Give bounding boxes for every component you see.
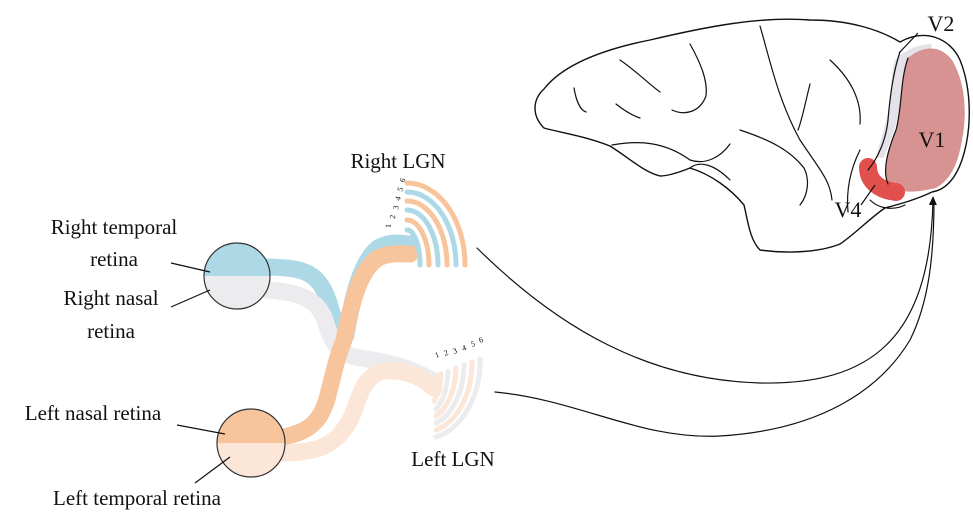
right-lgn-layer-number: 3 [391,205,401,211]
v2-label: V2 [928,11,955,36]
v4-label: V4 [835,197,862,222]
left-lgn-layer-numbers: 1 2 3 4 5 6 [434,335,485,360]
sulcus-principal [620,60,660,92]
left-lgn-layer-number: 1 [434,350,441,360]
right-optic-radiation [477,200,933,383]
left-nasal-retina-label: Left nasal retina [25,401,162,425]
right-lgn-layer-numbers: 1 2 3 4 5 6 [384,176,408,228]
leader-left-nasal [177,425,225,434]
left-lgn-layer-number: 3 [452,346,459,356]
right-temporal-retina-label-line2: retina [90,247,138,271]
sulcus-central [760,26,832,200]
sulcus-arcuate [672,44,706,113]
left-nasal-retina-half [217,409,285,443]
left-lgn-layer-number: 2 [443,348,450,358]
right-temporal-retina-label-line1: Right temporal [51,215,178,239]
right-lgn-layer-number: 2 [388,214,397,219]
left-lgn [434,359,480,437]
optic-pathways [268,243,434,453]
sulcus-superior-temporal [740,130,807,205]
right-nasal-retina-label-line1: Right nasal [63,286,158,310]
right-eye [204,243,270,309]
left-temporal-retina-half [217,443,285,477]
right-lgn-layer-number: 1 [384,224,393,228]
sulcus-orbital [616,104,640,118]
right-lgn-layer-number: 4 [393,195,403,201]
left-lgn-layer-number: 6 [478,335,485,345]
v1-label: V1 [919,127,946,152]
left-temporal-fiber [283,371,434,453]
left-lgn-layer-number: 4 [461,343,468,353]
sulcus-frontal [574,88,586,112]
leader-left-temporal [195,457,230,483]
sulcus-parietal [798,84,810,130]
leader-right-temporal [171,263,210,272]
brain [535,19,969,252]
right-nasal-retina-label-line2: retina [87,319,135,343]
right-temporal-retina-half [204,243,270,276]
right-lgn-layer-number: 6 [398,176,408,183]
sulcus-intraparietal [830,60,860,124]
left-eye [217,409,285,477]
sulcus-temporal [690,164,730,180]
right-nasal-retina-half [204,276,270,309]
left-lgn-label: Left LGN [411,447,494,471]
right-lgn-label: Right LGN [350,149,445,173]
leader-right-nasal [171,290,210,307]
left-temporal-retina-label: Left temporal retina [53,486,222,510]
right-lgn-layer-number: 5 [395,186,405,193]
left-lgn-layer-number: 5 [470,339,477,349]
